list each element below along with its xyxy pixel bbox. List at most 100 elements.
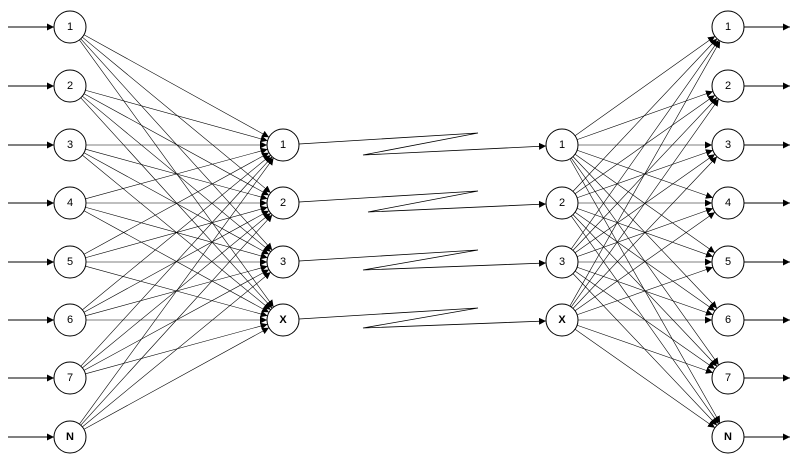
edge-decoder-0-output-1 <box>576 90 714 140</box>
node-label: 6 <box>67 314 73 326</box>
decoder-node: 3 <box>545 245 579 279</box>
encoder-node: 1 <box>266 128 300 162</box>
edge-decoder-3-output-4 <box>577 266 713 316</box>
edge-decoder-0-output-0 <box>574 36 716 136</box>
edge-decoder-1-output-0 <box>572 38 718 192</box>
node-label: 2 <box>280 197 286 209</box>
node-circle <box>545 186 579 220</box>
decoder-node: 1 <box>545 128 579 162</box>
node-circle <box>545 303 579 337</box>
edge-input-0-encoder-3 <box>79 39 274 308</box>
node-label: 1 <box>67 21 73 33</box>
edge-decoder-1-output-6 <box>572 214 718 367</box>
node-label: 3 <box>559 256 565 268</box>
encoder-decoder-link <box>298 249 547 271</box>
node-circle <box>711 186 745 220</box>
node-label: 1 <box>280 139 286 151</box>
node-label: N <box>66 431 74 443</box>
edge-input-1-encoder-1 <box>83 93 270 196</box>
node-label: X <box>558 314 566 326</box>
input-node: 1 <box>53 10 87 44</box>
node-label: 4 <box>67 197 73 209</box>
input-node: 2 <box>53 69 87 103</box>
input-node: N <box>53 420 87 454</box>
node-circle <box>711 10 745 44</box>
node-circle <box>53 420 87 454</box>
encoder-decoder-links <box>298 132 547 329</box>
edge-input-0-encoder-1 <box>82 36 271 194</box>
node-label: 5 <box>725 256 731 268</box>
edge-input-5-encoder-0 <box>82 154 271 311</box>
encoder-decoder-link <box>298 132 547 156</box>
edge-decoder-3-output-3 <box>574 211 716 312</box>
node-circle <box>711 69 745 103</box>
output-node: 1 <box>711 10 745 44</box>
edge-input-7-encoder-3 <box>83 327 270 430</box>
node-label: 7 <box>67 372 73 384</box>
input-node: 3 <box>53 128 87 162</box>
edge-decoder-3-output-1 <box>571 98 719 308</box>
edge-input-3-encoder-0 <box>85 147 268 200</box>
edge-input-6-encoder-0 <box>80 156 273 367</box>
node-label: 3 <box>725 139 731 151</box>
edge-input-7-encoder-0 <box>79 157 274 425</box>
output-node: 7 <box>711 361 745 395</box>
node-circle <box>53 303 87 337</box>
node-circle <box>53 69 87 103</box>
node-label: 2 <box>725 80 731 92</box>
input-node: 7 <box>53 361 87 395</box>
output-node: 3 <box>711 128 745 162</box>
encoder-decoder-link <box>298 307 547 329</box>
node-circle <box>711 420 745 454</box>
node-circle <box>53 245 87 279</box>
edge-decoder-2-output-7 <box>572 273 718 426</box>
node-circle <box>266 303 300 337</box>
node-circle <box>711 303 745 337</box>
edge-decoder-3-output-7 <box>574 328 716 429</box>
encoder-decoder-link <box>298 190 547 213</box>
node-label: 2 <box>559 197 565 209</box>
edge-input-6-encoder-3 <box>85 322 268 375</box>
input-node: 6 <box>53 303 87 337</box>
edges <box>79 34 721 430</box>
node-label: 6 <box>725 314 731 326</box>
node-label: 7 <box>725 372 731 384</box>
node-label: 5 <box>67 256 73 268</box>
node-circle <box>711 361 745 395</box>
node-circle <box>711 128 745 162</box>
encoder-node: X <box>266 303 300 337</box>
edge-decoder-3-output-0 <box>569 40 721 307</box>
node-circle <box>53 361 87 395</box>
node-circle <box>53 128 87 162</box>
output-node: 6 <box>711 303 745 337</box>
node-circle <box>545 245 579 279</box>
edge-input-4-encoder-0 <box>83 152 270 255</box>
node-label: 2 <box>67 80 73 92</box>
nodes: 1 2 3 4 5 6 7N 1 2 3X 1 2 3X 1 2 3 4 5 6 7N <box>53 10 745 454</box>
decoder-node: 2 <box>545 186 579 220</box>
decoder-node: X <box>545 303 579 337</box>
io-lines <box>8 23 790 441</box>
output-node: 5 <box>711 245 745 279</box>
node-circle <box>545 128 579 162</box>
output-node: 4 <box>711 186 745 220</box>
edge-decoder-2-output-0 <box>570 39 720 250</box>
edge-input-1-encoder-0 <box>85 89 268 143</box>
node-circle <box>266 128 300 162</box>
edge-input-7-encoder-1 <box>80 214 273 426</box>
node-label: X <box>279 314 287 326</box>
node-circle <box>266 245 300 279</box>
output-node: N <box>711 420 745 454</box>
edge-input-7-encoder-2 <box>82 271 271 428</box>
output-node: 2 <box>711 69 745 103</box>
node-label: 3 <box>67 139 73 151</box>
node-label: 3 <box>280 256 286 268</box>
node-label: N <box>724 431 732 443</box>
edge-decoder-3-output-2 <box>572 156 718 309</box>
edge-decoder-3-output-6 <box>577 324 713 374</box>
node-circle <box>266 186 300 220</box>
node-circle <box>53 186 87 220</box>
edge-input-0-encoder-0 <box>83 34 270 138</box>
encoder-node: 2 <box>266 186 300 220</box>
